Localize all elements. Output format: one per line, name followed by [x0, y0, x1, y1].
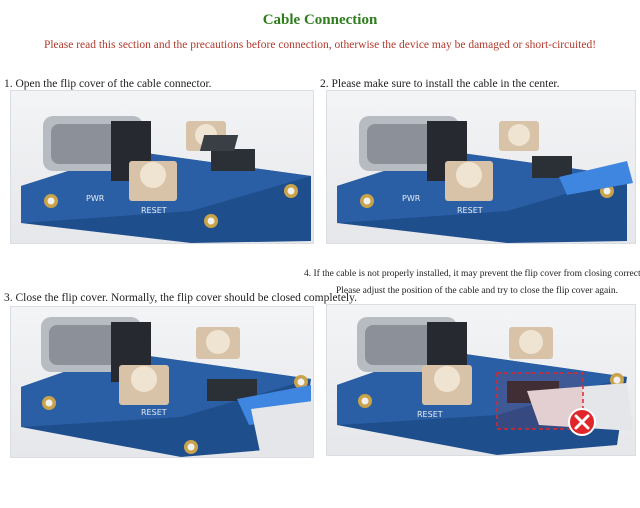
silk-pwr: PWR — [402, 194, 421, 203]
step-3-photo: RESET — [10, 306, 314, 458]
silk-reset: RESET — [457, 206, 483, 215]
step-2-photo: PWR RESET — [326, 90, 636, 244]
board-illustration: PWR RESET — [21, 116, 311, 243]
board-illustration: RESET — [337, 317, 633, 455]
silk-pwr: PWR — [86, 194, 105, 203]
board-illustration: RESET — [21, 317, 313, 457]
step-1-caption: 1. Open the flip cover of the cable conn… — [4, 78, 212, 90]
step-4-caption-line2: Please adjust the position of the cable … — [336, 286, 619, 296]
step-1-photo: PWR RESET — [10, 90, 314, 244]
step-4-photo: RESET — [326, 304, 636, 456]
silk-reset: RESET — [141, 206, 167, 215]
warning-text: Please read this section and the precaut… — [43, 39, 597, 51]
step-3-caption: 3. Close the flip cover. Normally, the f… — [4, 292, 358, 304]
step-2-caption: 2. Please make sure to install the cable… — [320, 78, 560, 90]
board-illustration: PWR RESET — [337, 116, 633, 243]
silk-reset: RESET — [417, 410, 443, 419]
step-4-caption-line1: 4. If the cable is not properly installe… — [304, 269, 640, 279]
close-icon — [568, 408, 596, 436]
silk-reset: RESET — [141, 408, 167, 417]
page-title: Cable Connection — [262, 12, 378, 28]
